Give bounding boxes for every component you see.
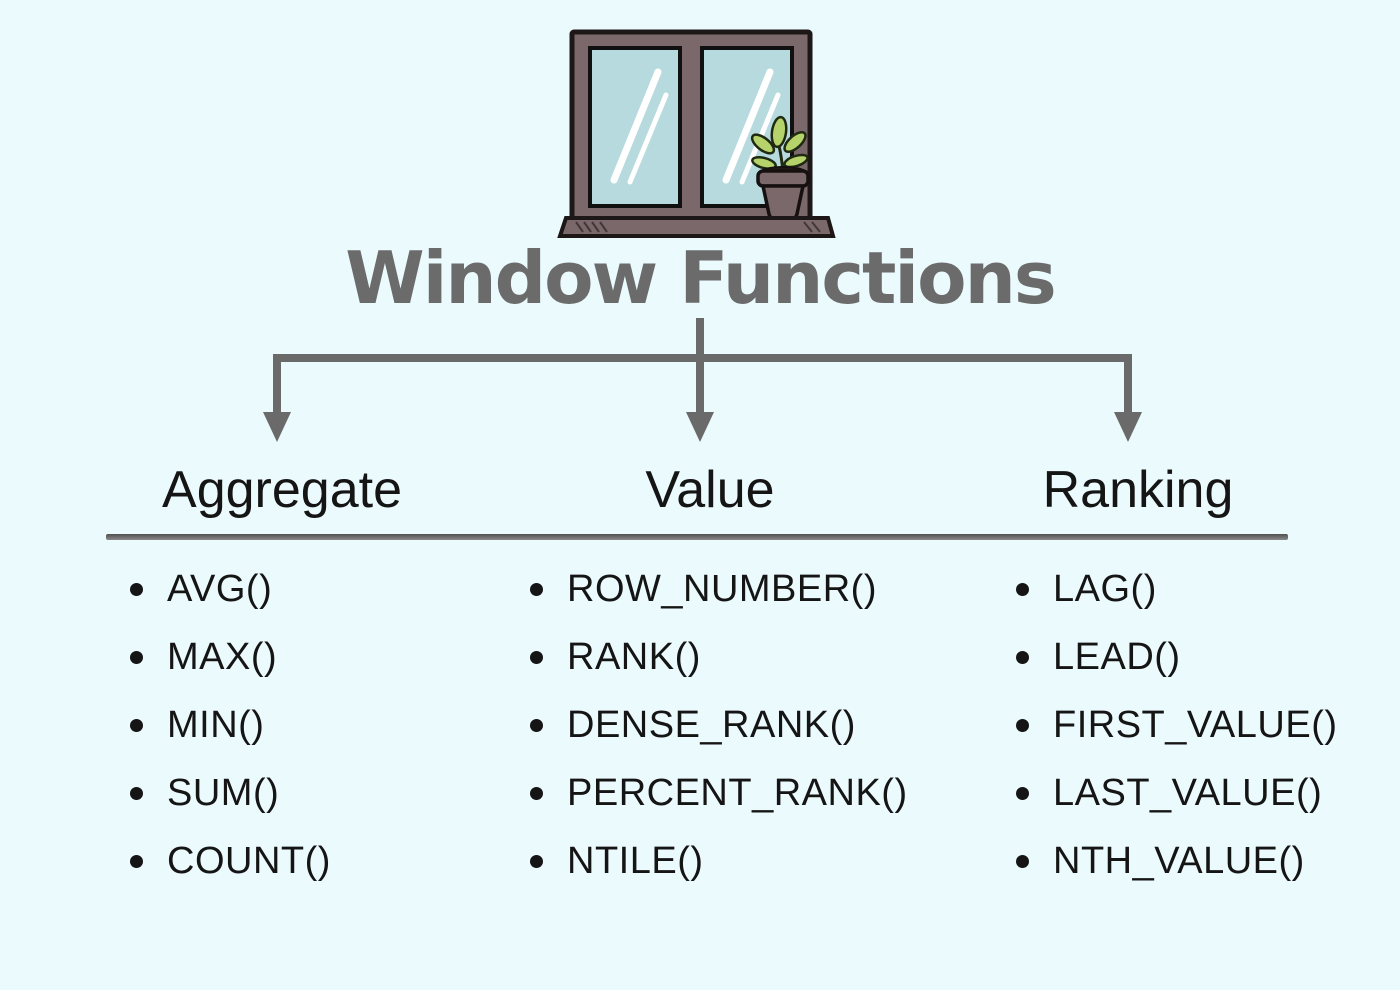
function-label: MIN() bbox=[167, 703, 265, 746]
column-header-value: Value bbox=[645, 461, 775, 519]
function-label: NTILE() bbox=[567, 839, 704, 882]
function-label: FIRST_VALUE() bbox=[1053, 703, 1338, 746]
plant-pot-body bbox=[760, 184, 806, 223]
function-label: RANK() bbox=[567, 635, 701, 678]
function-label: SUM() bbox=[167, 771, 280, 814]
bullet-icon bbox=[530, 718, 543, 732]
aggregate-function-list: AVG() MAX() MIN() SUM() COUNT() bbox=[124, 555, 331, 895]
function-item: COUNT() bbox=[124, 827, 331, 895]
bullet-icon bbox=[1016, 650, 1029, 664]
function-item: DENSE_RANK() bbox=[524, 691, 908, 759]
function-item: RANK() bbox=[524, 623, 908, 691]
bullet-icon bbox=[130, 718, 143, 732]
function-item: LAG() bbox=[1010, 555, 1338, 623]
bullet-icon bbox=[530, 854, 543, 868]
function-item: ROW_NUMBER() bbox=[524, 555, 908, 623]
function-label: AVG() bbox=[167, 567, 273, 610]
function-item: NTH_VALUE() bbox=[1010, 827, 1338, 895]
function-item: MAX() bbox=[124, 623, 331, 691]
bullet-icon bbox=[130, 854, 143, 868]
function-label: MAX() bbox=[167, 635, 278, 678]
function-label: COUNT() bbox=[167, 839, 331, 882]
header-divider-line bbox=[106, 534, 1288, 540]
arrowhead-left-icon bbox=[263, 412, 291, 442]
arrowhead-center-icon bbox=[686, 412, 714, 442]
sill-hatching bbox=[575, 221, 821, 233]
glass-shine-icon bbox=[610, 68, 781, 185]
function-label: NTH_VALUE() bbox=[1053, 839, 1305, 882]
function-item: LEAD() bbox=[1010, 623, 1338, 691]
bullet-icon bbox=[530, 582, 543, 596]
bullet-icon bbox=[530, 786, 543, 800]
function-label: LAST_VALUE() bbox=[1053, 771, 1323, 814]
page-title: Window Functions bbox=[345, 236, 1056, 320]
function-item: NTILE() bbox=[524, 827, 908, 895]
function-item: AVG() bbox=[124, 555, 331, 623]
function-item: FIRST_VALUE() bbox=[1010, 691, 1338, 759]
bullet-icon bbox=[1016, 718, 1029, 732]
column-header-aggregate: Aggregate bbox=[162, 461, 402, 519]
function-label: DENSE_RANK() bbox=[567, 703, 856, 746]
window-sill bbox=[557, 216, 836, 238]
function-item: PERCENT_RANK() bbox=[524, 759, 908, 827]
bullet-icon bbox=[1016, 582, 1029, 596]
function-label: LEAD() bbox=[1053, 635, 1181, 678]
bullet-icon bbox=[130, 582, 143, 596]
function-label: LAG() bbox=[1053, 567, 1157, 610]
bullet-icon bbox=[1016, 786, 1029, 800]
column-header-ranking: Ranking bbox=[1042, 461, 1234, 519]
function-label: ROW_NUMBER() bbox=[567, 567, 877, 610]
bullet-icon bbox=[1016, 854, 1029, 868]
bullet-icon bbox=[130, 786, 143, 800]
value-function-list: ROW_NUMBER() RANK() DENSE_RANK() PERCENT… bbox=[524, 555, 908, 895]
function-item: LAST_VALUE() bbox=[1010, 759, 1338, 827]
ranking-function-list: LAG() LEAD() FIRST_VALUE() LAST_VALUE() … bbox=[1010, 555, 1338, 895]
bullet-icon bbox=[530, 650, 543, 664]
bullet-icon bbox=[130, 650, 143, 664]
plant-pot-rim bbox=[756, 169, 810, 188]
function-item: SUM() bbox=[124, 759, 331, 827]
arrowhead-right-icon bbox=[1114, 412, 1142, 442]
function-item: MIN() bbox=[124, 691, 331, 759]
window-illustration bbox=[557, 29, 836, 238]
function-label: PERCENT_RANK() bbox=[567, 771, 908, 814]
